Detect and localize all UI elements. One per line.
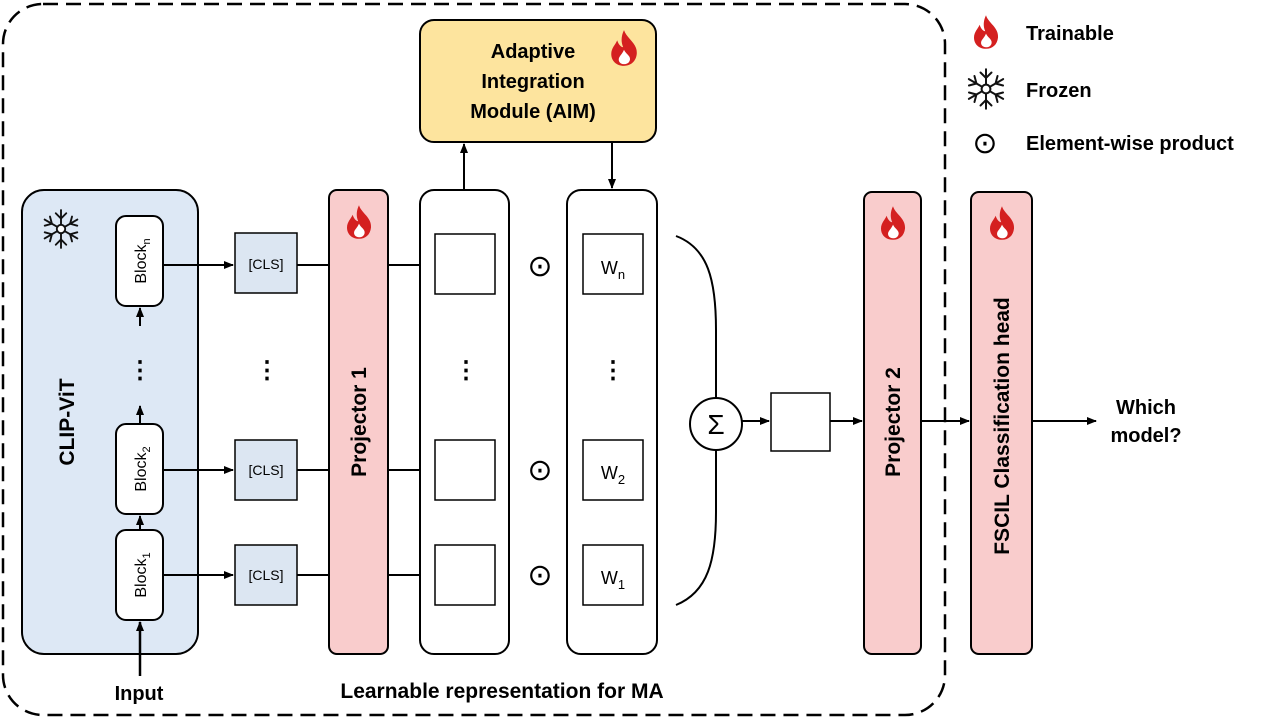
flame-icon xyxy=(974,15,999,49)
clip-vit-title: CLIP-ViT xyxy=(56,378,79,465)
fscil-head-label: FSCIL Classification head xyxy=(991,297,1014,555)
cls-token-n-label: [CLS] xyxy=(248,256,283,272)
projector-1 xyxy=(328,189,389,655)
block-1-label: Block1 xyxy=(133,552,153,597)
projector-1-label: Projector 1 xyxy=(348,367,371,477)
weight-n xyxy=(582,233,644,295)
block-n-label: Blockn xyxy=(133,238,153,283)
weight-2-label: W2 xyxy=(601,463,625,487)
cls-token-n xyxy=(234,232,298,294)
output-label-line1: Which xyxy=(1116,397,1176,419)
block-2-label: Block2 xyxy=(133,446,153,491)
aim-box xyxy=(419,19,657,143)
weight-1-label: W1 xyxy=(601,568,625,592)
odot-icon: ⊙ xyxy=(972,127,997,160)
input-label: Input xyxy=(115,683,164,705)
product-symbol-n: ⊙ xyxy=(527,250,552,283)
weights-column xyxy=(566,189,658,655)
projector-2-label: Projector 2 xyxy=(882,367,905,477)
output-label-line2: model? xyxy=(1110,425,1181,447)
representation-1 xyxy=(434,544,496,606)
representation-ellipsis: ⋮ xyxy=(454,357,478,384)
fscil-classification-head xyxy=(970,191,1033,655)
weight-1 xyxy=(582,544,644,606)
clip-vit-backbone xyxy=(21,189,199,655)
backbone-ellipsis: ⋮ xyxy=(128,357,152,384)
product-symbol-2: ⊙ xyxy=(527,454,552,487)
legend-frozen: Frozen xyxy=(1026,80,1092,102)
representation-n xyxy=(434,233,496,295)
cls-token-2-label: [CLS] xyxy=(248,462,283,478)
weight-n-label: Wn xyxy=(601,258,625,282)
cls-token-1-label: [CLS] xyxy=(248,567,283,583)
aggregated-feature xyxy=(770,392,831,452)
sum-node xyxy=(689,397,743,451)
aim-label-line3: Module (AIM) xyxy=(470,101,596,123)
projector-2 xyxy=(863,191,922,655)
legend-trainable: Trainable xyxy=(1026,23,1114,45)
learnable-representation-caption: Learnable representation for MA xyxy=(340,680,663,703)
sum-symbol: Σ xyxy=(707,409,724,440)
weights-ellipsis: ⋮ xyxy=(601,357,625,384)
cls-ellipsis: ⋮ xyxy=(255,357,279,384)
aim-label-line1: Adaptive xyxy=(491,41,575,63)
block-n xyxy=(115,215,164,307)
representation-2 xyxy=(434,439,496,501)
aim-label-line2: Integration xyxy=(481,71,584,93)
product-symbol-1: ⊙ xyxy=(527,559,552,592)
legend-product: Element-wise product xyxy=(1026,133,1234,155)
snowflake-icon xyxy=(965,68,1007,110)
learnable-region-border xyxy=(1,2,947,717)
weight-2 xyxy=(582,439,644,501)
